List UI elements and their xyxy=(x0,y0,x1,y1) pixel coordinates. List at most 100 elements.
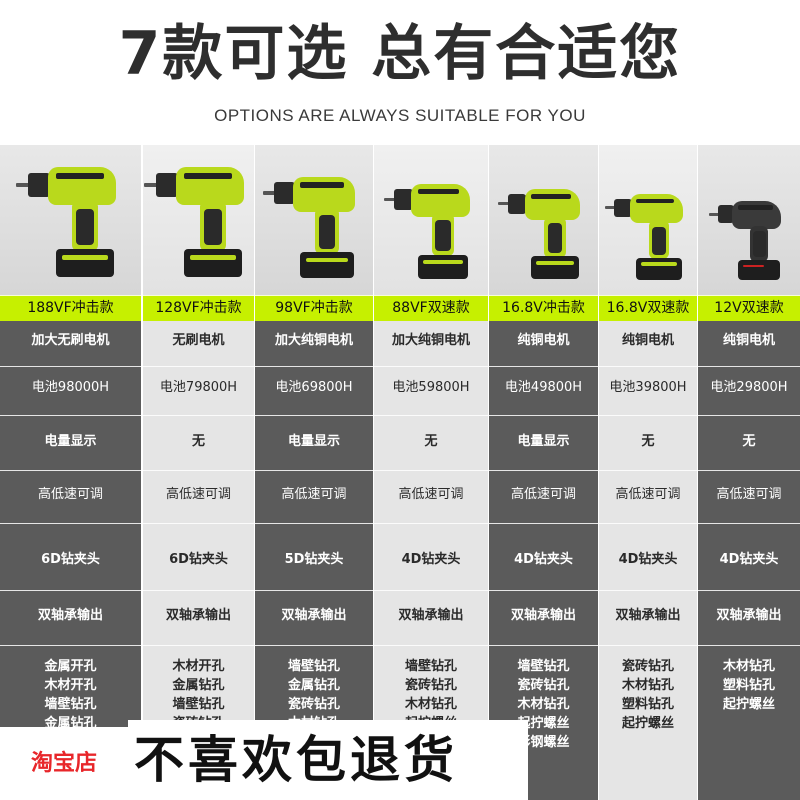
speed-spec: 高低速可调 xyxy=(281,487,347,502)
use-item: 瓷砖钻孔 xyxy=(404,678,457,693)
use-list: 木材钻孔塑料钻孔起拧螺丝 xyxy=(698,657,800,714)
use-item: 墙壁钻孔 xyxy=(517,659,570,674)
drill-photo xyxy=(143,159,254,289)
display-spec: 无 xyxy=(424,434,438,449)
use-item: 塑料钻孔 xyxy=(722,678,775,693)
bearing-spec: 双轴承输出 xyxy=(37,608,103,623)
display-spec: 无 xyxy=(191,434,205,449)
battery-spec: 电池49800H xyxy=(504,380,583,395)
use-item: 墙壁钻孔 xyxy=(287,659,340,674)
display-spec: 电量显示 xyxy=(287,434,340,449)
use-item: 起拧螺丝 xyxy=(517,716,570,731)
page-subtitle: OPTIONS ARE ALWAYS SUITABLE FOR YOU xyxy=(214,106,586,125)
motor-spec: 纯铜电机 xyxy=(621,333,674,348)
motor-spec: 纯铜电机 xyxy=(722,333,775,348)
use-item: 木材钻孔 xyxy=(404,697,457,712)
use-item: 木材钻孔 xyxy=(722,659,775,674)
chuck-spec: 4D钻夹头 xyxy=(719,552,779,567)
product-photo xyxy=(599,145,697,295)
product-photo xyxy=(698,145,800,295)
bearing-spec: 双轴承输出 xyxy=(281,608,347,623)
bearing-spec: 双轴承输出 xyxy=(165,608,231,623)
bearing-spec: 双轴承输出 xyxy=(398,608,464,623)
row-divider xyxy=(0,590,800,591)
model-label: 16.8V冲击款 xyxy=(489,295,598,321)
row-divider xyxy=(0,415,800,416)
display-spec: 无 xyxy=(742,434,756,449)
row-divider xyxy=(0,366,800,367)
row-divider xyxy=(0,470,800,471)
use-list: 金属开孔木材开孔墙壁钻孔金属钻孔 xyxy=(0,657,141,733)
bearing-spec: 双轴承输出 xyxy=(510,608,576,623)
use-item: 木材开孔 xyxy=(172,659,225,674)
battery-spec: 电池69800H xyxy=(275,380,353,395)
use-item: 起拧螺丝 xyxy=(722,697,775,712)
drill-photo xyxy=(383,177,479,289)
chuck-spec: 5D钻夹头 xyxy=(284,552,344,567)
bearing-spec: 双轴承输出 xyxy=(716,608,782,623)
model-label: 188VF冲击款 xyxy=(0,295,141,321)
use-item: 金属开孔 xyxy=(44,659,97,674)
use-item: 木材钻孔 xyxy=(517,697,570,712)
model-label: 16.8V双速款 xyxy=(599,295,697,321)
speed-spec: 高低速可调 xyxy=(398,487,464,502)
use-item: 金属钻孔 xyxy=(172,678,225,693)
use-item: 塑料钻孔 xyxy=(621,697,674,712)
chuck-spec: 4D钻夹头 xyxy=(618,552,678,567)
use-item: 木材开孔 xyxy=(44,678,97,693)
use-item: 金属钻孔 xyxy=(287,678,340,693)
display-spec: 电量显示 xyxy=(517,434,570,449)
product-photo xyxy=(255,145,373,295)
battery-spec: 电池98000H xyxy=(31,380,110,395)
chuck-spec: 6D钻夹头 xyxy=(169,552,228,567)
product-photo xyxy=(143,145,254,295)
chuck-spec: 4D钻夹头 xyxy=(401,552,461,567)
motor-spec: 纯铜电机 xyxy=(517,333,570,348)
speed-spec: 高低速可调 xyxy=(165,487,231,502)
use-list: 木材开孔金属钻孔墙壁钻孔瓷砖钻孔 xyxy=(143,657,254,733)
battery-spec: 电池29800H xyxy=(710,380,788,395)
page-header: 7款可选 总有合适您 OPTIONS ARE ALWAYS SUITABLE F… xyxy=(0,0,800,145)
battery-spec: 电池59800H xyxy=(392,380,470,395)
use-item: 墙壁钻孔 xyxy=(44,697,97,712)
return-policy-banner: 不喜欢包退货 xyxy=(128,720,528,800)
use-item: 木材钻孔 xyxy=(621,678,674,693)
model-label: 98VF冲击款 xyxy=(255,295,373,321)
drill-photo xyxy=(498,182,588,289)
battery-spec: 电池39800H xyxy=(609,380,687,395)
battery-spec: 电池79800H xyxy=(159,380,238,395)
model-label: 128VF冲击款 xyxy=(143,295,254,321)
use-item: 墙壁钻孔 xyxy=(404,659,457,674)
drill-photo xyxy=(709,195,788,289)
use-list: 墙壁钻孔瓷砖钻孔木材钻孔起拧螺丝彩钢螺丝 xyxy=(489,657,598,752)
product-column: 98VF冲击款加大纯铜电机电池69800H 电量显示高低速可调 5D钻夹头双轴承输出… xyxy=(255,145,373,800)
speed-spec: 高低速可调 xyxy=(37,487,103,502)
motor-spec: 加大纯铜电机 xyxy=(391,333,470,348)
motor-spec: 加大纯铜电机 xyxy=(274,333,353,348)
display-spec: 无 xyxy=(641,434,655,449)
row-divider xyxy=(0,295,800,296)
bearing-spec: 双轴承输出 xyxy=(615,608,681,623)
product-photo xyxy=(374,145,488,295)
motor-spec: 加大无刷电机 xyxy=(31,333,110,348)
drill-photo xyxy=(15,159,126,289)
use-item: 瓷砖钻孔 xyxy=(287,697,340,712)
motor-spec: 无刷电机 xyxy=(172,333,225,348)
use-item: 瓷砖钻孔 xyxy=(517,678,570,693)
use-item: 瓷砖钻孔 xyxy=(621,659,674,674)
drill-photo xyxy=(263,169,364,289)
comparison-table: 188VF冲击款加大无刷电机电池98000H 电量显示高低速可调 6D钻夹头双轴承输… xyxy=(0,145,800,800)
drill-photo xyxy=(605,188,691,289)
speed-spec: 高低速可调 xyxy=(615,487,681,502)
page-title: 7款可选 总有合适您 xyxy=(118,19,682,89)
use-item: 起拧螺丝 xyxy=(621,716,674,731)
chuck-spec: 4D钻夹头 xyxy=(514,552,573,567)
row-divider xyxy=(0,645,800,646)
row-divider xyxy=(0,523,800,524)
product-photo xyxy=(0,145,141,295)
shop-badge: 淘宝店 xyxy=(0,727,128,800)
